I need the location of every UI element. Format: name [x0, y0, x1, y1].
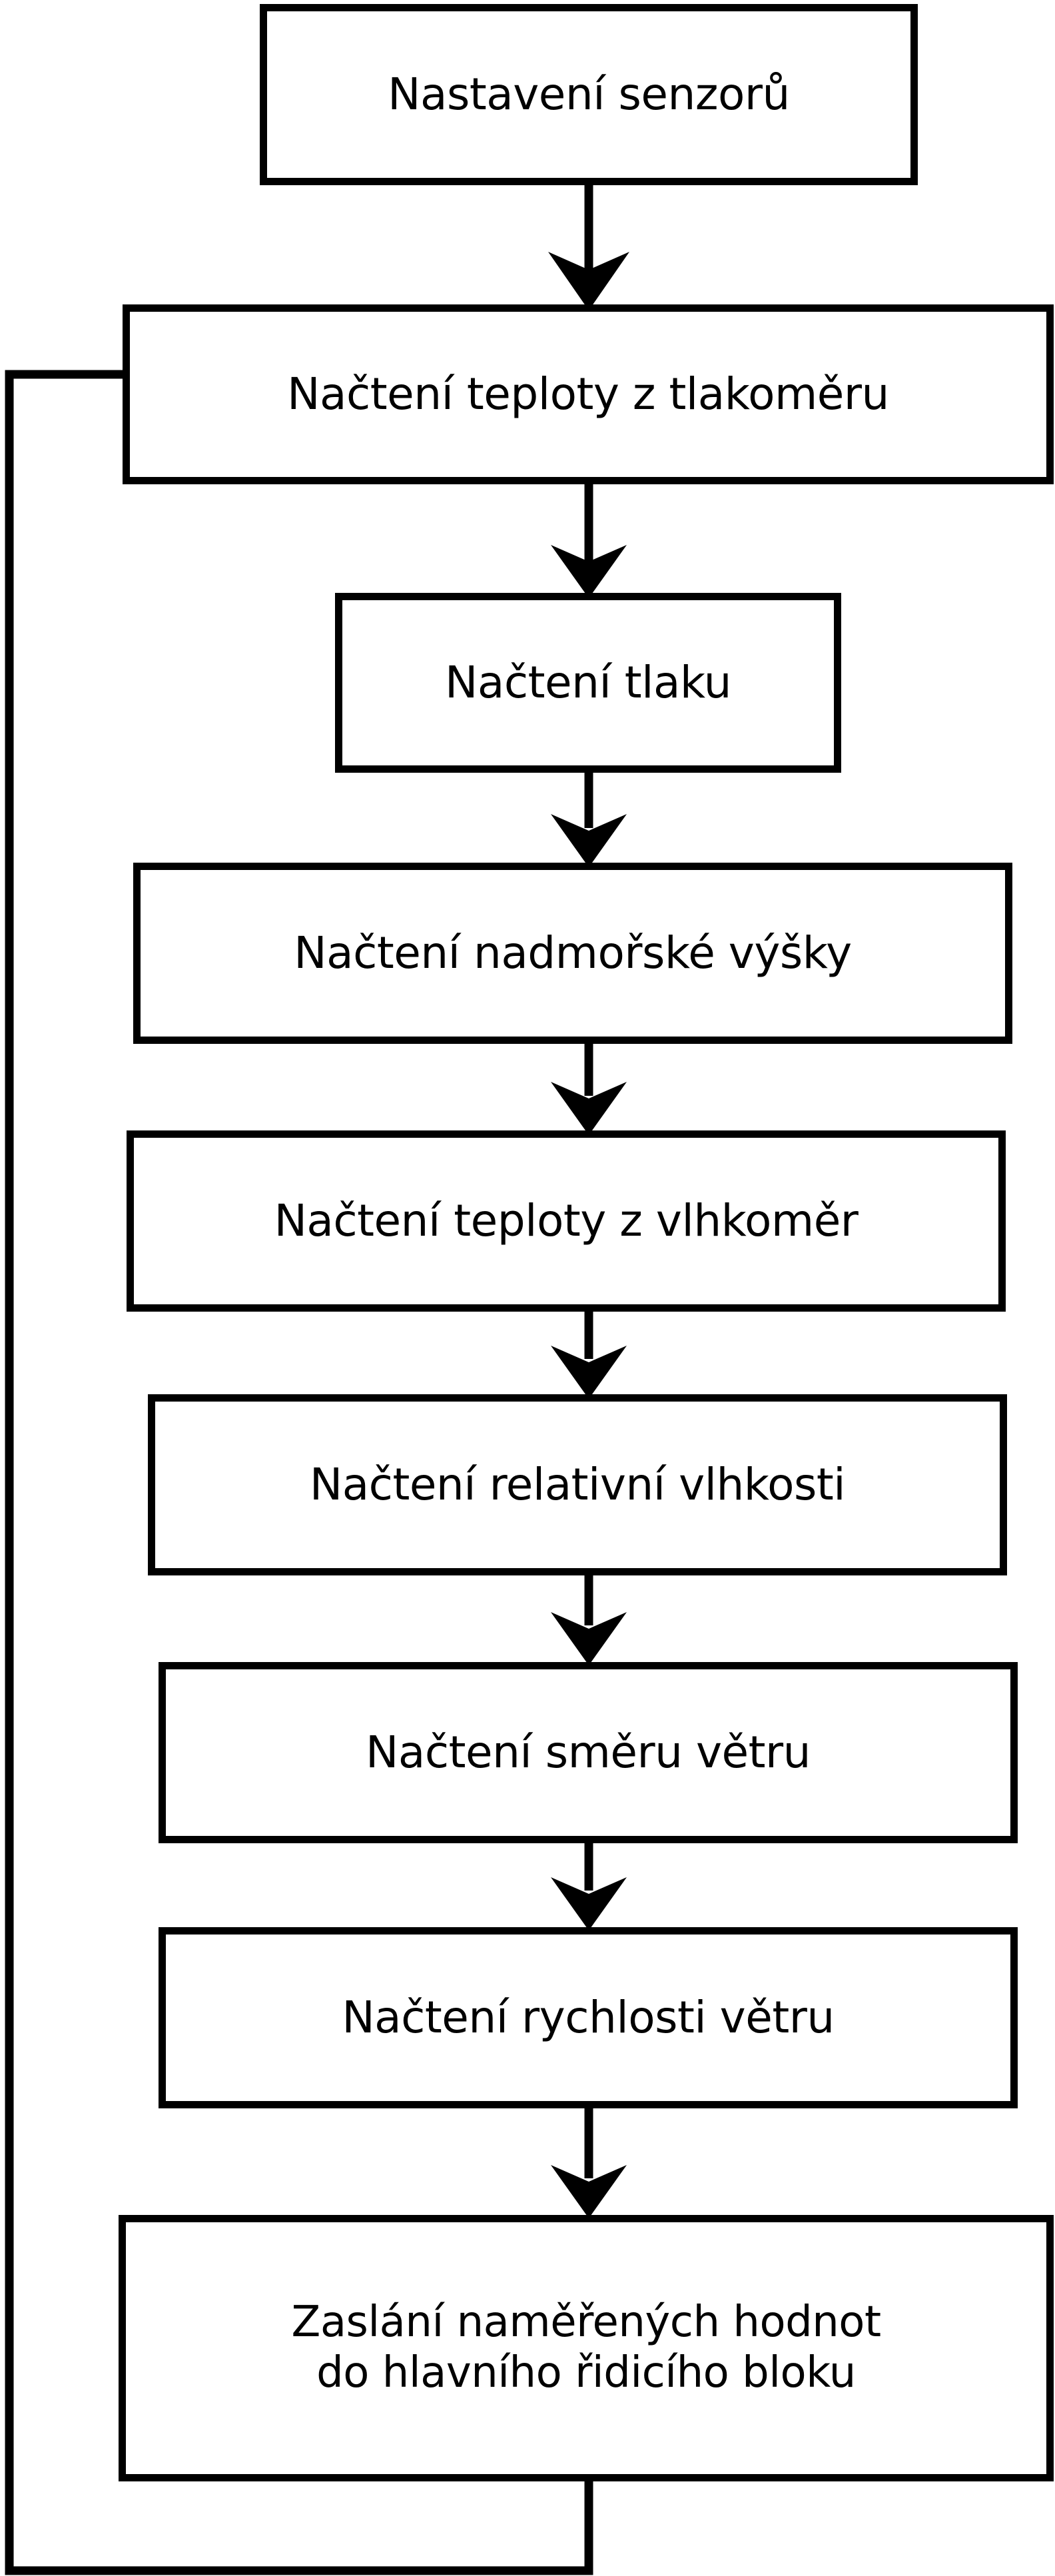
node-send-measured-values[interactable]: Zaslání naměřených hodnot do hlavního ři…: [119, 2215, 1054, 2481]
node-read-temperature-from-barometer[interactable]: Načtení teploty z tlakoměru: [123, 304, 1054, 484]
node-label: Nastavení senzorů: [388, 69, 790, 121]
edge-read-humidity-to-read-wind-direction: [551, 1575, 627, 1665]
node-label: Zaslání naměřených hodnot do hlavního ři…: [291, 2298, 881, 2397]
edge-read-wind-speed-to-send-values: [551, 2108, 627, 2218]
node-read-relative-humidity[interactable]: Načtení relativní vlhkosti: [148, 1394, 1007, 1575]
node-label: Načtení teploty z vlhkoměr: [274, 1195, 859, 1247]
node-read-pressure[interactable]: Načtení tlaku: [335, 593, 841, 773]
node-label: Načtení relativní vlhkosti: [309, 1459, 846, 1511]
edge-read-pressure-to-read-altitude: [551, 773, 627, 867]
node-read-wind-speed[interactable]: Načtení rychlosti větru: [159, 1927, 1018, 2108]
node-read-altitude[interactable]: Načtení nadmořské výšky: [133, 863, 1012, 1044]
node-read-wind-direction[interactable]: Načtení směru větru: [159, 1662, 1018, 1843]
node-read-temperature-from-hygrometer[interactable]: Načtení teploty z vlhkoměr: [127, 1130, 1006, 1312]
node-setup-sensors[interactable]: Nastavení senzorů: [260, 4, 918, 185]
node-label: Načtení rychlosti větru: [342, 1992, 835, 2044]
edge-read-altitude-to-read-humid-temp: [551, 1044, 627, 1135]
edge-read-wind-direction-to-read-wind-speed: [551, 1843, 627, 1931]
node-label: Načtení teploty z tlakoměru: [287, 368, 889, 420]
node-label: Načtení tlaku: [445, 657, 731, 709]
node-label: Načtení nadmořské výšky: [294, 927, 852, 979]
edge-read-pressure-temp-to-read-pressure: [551, 484, 627, 598]
edge-read-humid-temp-to-read-humidity: [551, 1312, 627, 1399]
edge-setup-to-read-pressure-temp: [548, 185, 629, 310]
node-label: Načtení směru větru: [366, 1727, 811, 1779]
